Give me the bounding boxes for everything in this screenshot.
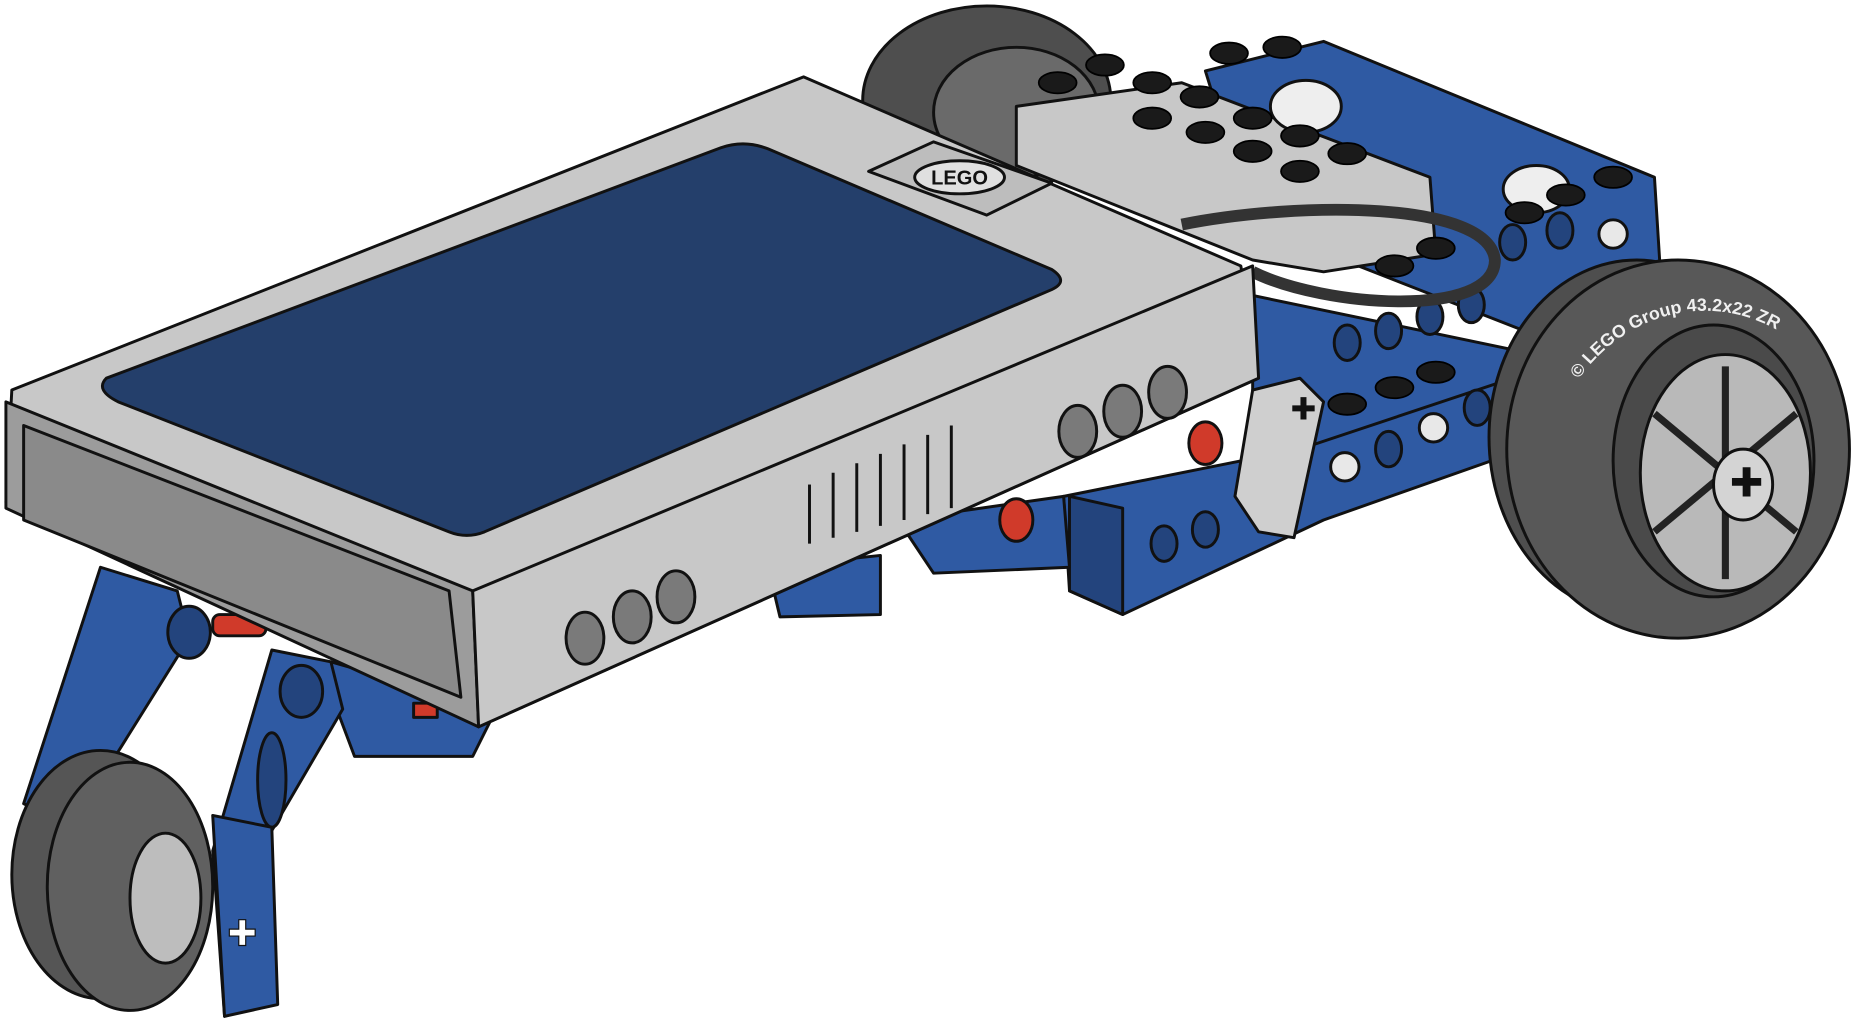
studs bbox=[1037, 35, 1633, 416]
gray-connector bbox=[1233, 376, 1326, 540]
front-caster-wheel bbox=[10, 748, 215, 1012]
rear-right-wheel: ✚ © LEGO Group 43.2x22 ZR bbox=[1487, 258, 1851, 640]
cable bbox=[1180, 203, 1501, 308]
svg-text:✚: ✚ bbox=[1291, 392, 1317, 428]
hub-logo: LEGO bbox=[931, 167, 988, 189]
svg-text:✚: ✚ bbox=[227, 913, 257, 954]
hub: LEGO bbox=[4, 75, 1261, 729]
motor bbox=[1014, 78, 1571, 274]
caster-arm-front bbox=[211, 813, 280, 1018]
svg-text:✚: ✚ bbox=[1730, 460, 1764, 506]
